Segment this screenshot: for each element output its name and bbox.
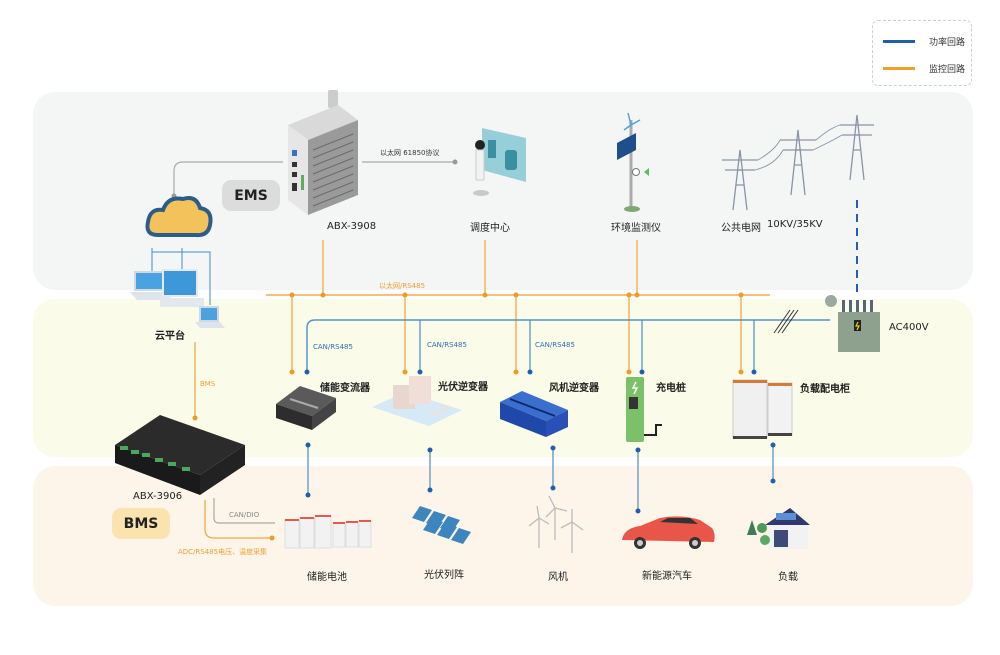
transformer-voltage-label: AC400V: [889, 322, 929, 333]
monitor-dots: [289, 292, 744, 375]
dispatch-center-icon: [473, 128, 526, 196]
ethernet-rs485-label: 以太网/RS485: [379, 282, 426, 290]
storage-battery-icon: [284, 515, 372, 549]
legend-label-power: 功率回路: [929, 38, 966, 48]
bms-controller-label: ABX-3906: [133, 491, 183, 502]
bms-link-label: BMS: [200, 380, 216, 388]
charging-pile-label: 充电桩: [656, 383, 686, 394]
grid-voltage-label: 10KV/35KV: [767, 219, 823, 230]
charging-pile-icon: [626, 377, 662, 442]
pv-inverter-label: 光伏逆变器: [438, 382, 488, 393]
env-monitor-label: 环境监测仪: [611, 223, 661, 234]
legend: 功率回路 监控回路: [872, 20, 972, 86]
terminal-icons: [130, 269, 225, 328]
wind-turbine-label: 风机: [548, 572, 568, 583]
load-house-icon: [747, 508, 810, 549]
transformer-icon: [825, 295, 880, 352]
cloud-layer-band: [33, 92, 973, 290]
bms-badge: BMS: [112, 508, 170, 539]
three-phase-mark: [773, 309, 799, 334]
storage-battery-label: 储能电池: [307, 572, 347, 583]
legend-label-monitor: 监控回路: [929, 65, 966, 75]
pv-array-label: 光伏列阵: [424, 570, 464, 581]
bms-controller-icon: [115, 415, 245, 495]
cloud-platform-label: 云平台: [155, 331, 185, 342]
cloud-terminal-links: [151, 248, 211, 305]
power-bus: [306, 319, 830, 372]
adc-label: ADC/RS485电压、温度采集: [178, 548, 268, 556]
pv-inverter-icon: [372, 376, 462, 426]
wind-inverter-label: 风机逆变器: [549, 383, 599, 394]
public-grid-label: 公共电网: [721, 223, 761, 234]
storage-converter-icon: [276, 386, 336, 430]
env-monitor-icon: [617, 112, 649, 212]
monitor-drops: [291, 240, 742, 372]
adc-link: [204, 500, 272, 539]
ev-label: 新能源汽车: [642, 571, 692, 582]
power-grid-towers-icon: [722, 114, 874, 211]
load-label: 负载: [778, 572, 798, 583]
legend-item-power: 功率回路: [883, 35, 965, 48]
resource-links: [307, 445, 774, 511]
ems-controller-label: ABX-3908: [327, 221, 377, 232]
can-rs485-label-wind: CAN/RS485: [535, 341, 575, 349]
power-dots: [304, 369, 757, 375]
wind-inverter-icon: [500, 391, 568, 437]
cloud-icon: [145, 196, 213, 238]
can-rs485-label-storage: CAN/RS485: [313, 343, 353, 351]
can-dio-link: [213, 498, 275, 524]
can-dio-label: CAN/DIO: [229, 511, 260, 519]
power-drops: [419, 320, 755, 372]
ev-car-icon: [622, 516, 715, 549]
legend-swatch-monitor: [883, 67, 915, 70]
ems-cloud-link: [173, 161, 283, 196]
load-cabinet-label: 负载配电柜: [800, 384, 850, 395]
ethernet-61850-label: 以太网 61850协议: [380, 149, 440, 157]
pv-array-icon: [412, 506, 471, 544]
wind-turbine-icon: [528, 495, 584, 553]
dispatch-center-label: 调度中心: [470, 223, 510, 234]
ems-controller-icon: [288, 90, 358, 215]
legend-item-monitor: 监控回路: [883, 62, 965, 75]
legend-swatch-power: [883, 40, 915, 43]
load-cabinet-icon: [732, 379, 793, 439]
storage-converter-label: 储能变流器: [320, 383, 370, 394]
ems-badge: EMS: [222, 180, 280, 211]
can-rs485-label-pv: CAN/RS485: [427, 341, 467, 349]
